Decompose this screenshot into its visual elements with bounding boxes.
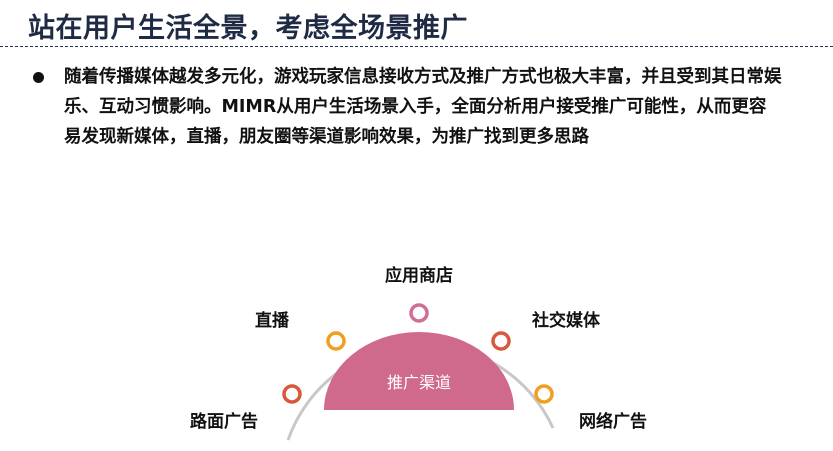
channel-label-road-ad: 路面广告 xyxy=(190,411,258,432)
channel-label-web-ad: 网络广告 xyxy=(579,411,647,432)
title-divider xyxy=(0,46,833,47)
channel-label-live-stream: 直播 xyxy=(255,310,290,331)
channel-node-road-ad xyxy=(282,384,302,404)
channel-label-app-store: 应用商店 xyxy=(385,265,453,286)
center-label: 推广渠道 xyxy=(387,373,451,392)
bullet-dot xyxy=(33,72,44,83)
channel-node-app-store xyxy=(409,303,429,323)
channel-node-live-stream xyxy=(326,331,346,351)
bullet-line-3: 易发现新媒体，直播，朋友圈等渠道影响效果，为推广找到更多思路 xyxy=(64,127,589,147)
bullet-line-1: 随着传播媒体越发多元化，游戏玩家信息接收方式及推广方式也极大丰富，并且受到其日常… xyxy=(64,67,782,87)
channel-label-social-media: 社交媒体 xyxy=(531,310,601,331)
page-title: 站在用户生活全景，考虑全场景推广 xyxy=(28,13,468,44)
bullet-line-2: 乐、互动习惯影响。MIMR从用户生活场景入手，全面分析用户接受推广可能性，从而更… xyxy=(64,97,767,117)
bullet-paragraph: 随着传播媒体越发多元化，游戏玩家信息接收方式及推广方式也极大丰富，并且受到其日常… xyxy=(64,62,802,152)
channel-node-web-ad xyxy=(534,384,554,404)
channel-node-social-media xyxy=(491,331,511,351)
center-semicircle xyxy=(324,332,514,410)
